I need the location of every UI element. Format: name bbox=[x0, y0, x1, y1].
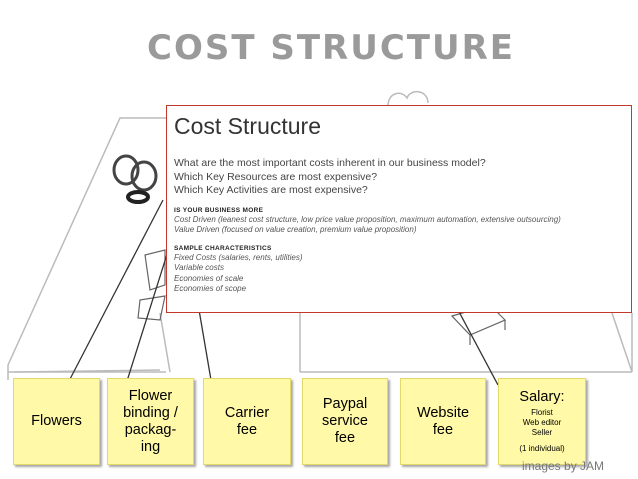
cost-note-paypal: Paypal service fee bbox=[302, 378, 388, 465]
cost-note-carrier: Carrier fee bbox=[203, 378, 291, 465]
section-item: Cost Driven (leanest cost structure, low… bbox=[174, 214, 561, 224]
section-item: Economies of scope bbox=[174, 284, 247, 293]
note-label: Flowers bbox=[31, 413, 82, 429]
section-item: Economies of scale bbox=[174, 273, 244, 283]
section-item: Value Driven (focused on value creation,… bbox=[174, 225, 417, 234]
section-heading: SAMPLE CHARACTERISTICS bbox=[174, 244, 272, 252]
sketch-board-edge bbox=[13, 312, 171, 373]
question-line: What are the most important costs inhere… bbox=[174, 157, 486, 169]
image-credit: images by JAM bbox=[522, 459, 605, 473]
cost-note-website: Website fee bbox=[400, 378, 486, 465]
sketch-cloud bbox=[387, 91, 429, 107]
rings-icon bbox=[112, 154, 158, 204]
note-label: Salary: bbox=[519, 389, 565, 405]
cost-note-binding: Flower binding / packag- ing bbox=[107, 378, 194, 465]
question-line: Which Key Activities are most expensive? bbox=[174, 184, 368, 196]
sketch-board-right bbox=[299, 312, 633, 373]
bouquet-sketch bbox=[137, 249, 166, 321]
note-label: Paypal service fee bbox=[322, 396, 368, 446]
sketch-board-left bbox=[7, 117, 166, 380]
sketch-title: COST STRUCTURE bbox=[147, 28, 515, 68]
section-item: Variable costs bbox=[174, 263, 224, 272]
cost-structure-panel: Cost Structure What are the most importa… bbox=[166, 105, 632, 313]
note-label: Website fee bbox=[416, 404, 470, 438]
note-detail: Florist Web editor Seller bbox=[522, 408, 562, 437]
note-label: Carrier fee bbox=[224, 404, 270, 438]
question-line: Which Key Resources are most expensive? bbox=[174, 170, 378, 183]
note-label: Flower binding / packag- ing bbox=[123, 387, 178, 455]
cost-note-flowers: Flowers bbox=[13, 378, 100, 465]
panel-title: Cost Structure bbox=[174, 113, 321, 139]
cost-note-salary: Salary: Florist Web editor Seller (1 ind… bbox=[498, 378, 586, 465]
note-footnote: (1 individual) bbox=[519, 444, 565, 453]
section-item: Fixed Costs (salaries, rents, utilities) bbox=[174, 252, 303, 262]
section-heading: IS YOUR BUSINESS MORE bbox=[174, 206, 264, 214]
